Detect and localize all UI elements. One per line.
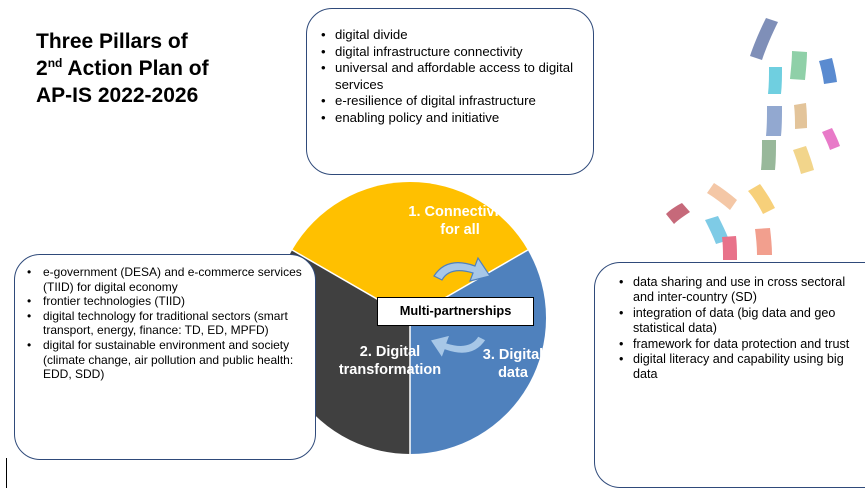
list-item: framework for data protection and trust	[617, 337, 859, 353]
title-line-2: 2nd Action Plan of	[36, 55, 286, 82]
pillar-label-line: 3. Digital	[482, 347, 544, 363]
pillar-label-line: 1. Connectivity	[408, 204, 512, 220]
pillar-label-line: data	[498, 365, 528, 381]
list-item: frontier technologies (TIID)	[27, 294, 309, 309]
data-callout: data sharing and use in cross sectoral a…	[594, 262, 865, 488]
list-item: digital technology for traditional secto…	[27, 309, 309, 338]
connectivity-callout: digital divide digital infrastructure co…	[306, 8, 594, 175]
list-item: digital literacy and capability using bi…	[617, 352, 859, 383]
curved-arrow-left-icon	[429, 334, 487, 360]
title-line-3: AP-IS 2022-2026	[36, 84, 199, 107]
list-item: digital for sustainable environment and …	[27, 338, 309, 382]
title-line-2-prefix: 2	[36, 57, 48, 80]
curved-arrow-right-icon	[433, 256, 491, 282]
list-item: enabling policy and initiative	[319, 110, 589, 127]
multi-partnerships-label: Multi-partnerships	[377, 297, 534, 326]
pillar-label-line: for all	[440, 222, 480, 238]
title-line-1: Three Pillars of	[36, 30, 188, 53]
list-item: e-government (DESA) and e-commerce servi…	[27, 265, 309, 294]
list-item: integration of data (big data and geo st…	[617, 306, 859, 337]
title-line-2-suffix: Action Plan of	[62, 57, 209, 80]
page-title: Three Pillars of 2nd Action Plan of AP-I…	[36, 28, 286, 109]
frame-divider	[6, 458, 7, 488]
pillar-label-line: 2. Digital	[359, 344, 421, 360]
transformation-callout: e-government (DESA) and e-commerce servi…	[14, 254, 316, 460]
list-item: digital divide	[319, 27, 589, 44]
pillar-label-transformation: 2. Digital transformation	[330, 343, 450, 379]
list-item: digital infrastructure connectivity	[319, 44, 589, 61]
pillar-label-data: 3. Digital data	[468, 346, 558, 382]
transformation-list: e-government (DESA) and e-commerce servi…	[27, 265, 309, 382]
data-list: data sharing and use in cross sectoral a…	[617, 275, 859, 383]
list-item: data sharing and use in cross sectoral a…	[617, 275, 859, 306]
decorative-strokes	[666, 18, 840, 260]
list-item: universal and affordable access to digit…	[319, 60, 589, 93]
list-item: e-resilience of digital infrastructure	[319, 93, 589, 110]
pillar-label-connectivity: 1. Connectivity for all	[380, 203, 540, 239]
connectivity-list: digital divide digital infrastructure co…	[319, 27, 589, 127]
pillar-label-line: transformation	[338, 362, 442, 378]
title-line-2-sup: nd	[47, 56, 63, 70]
